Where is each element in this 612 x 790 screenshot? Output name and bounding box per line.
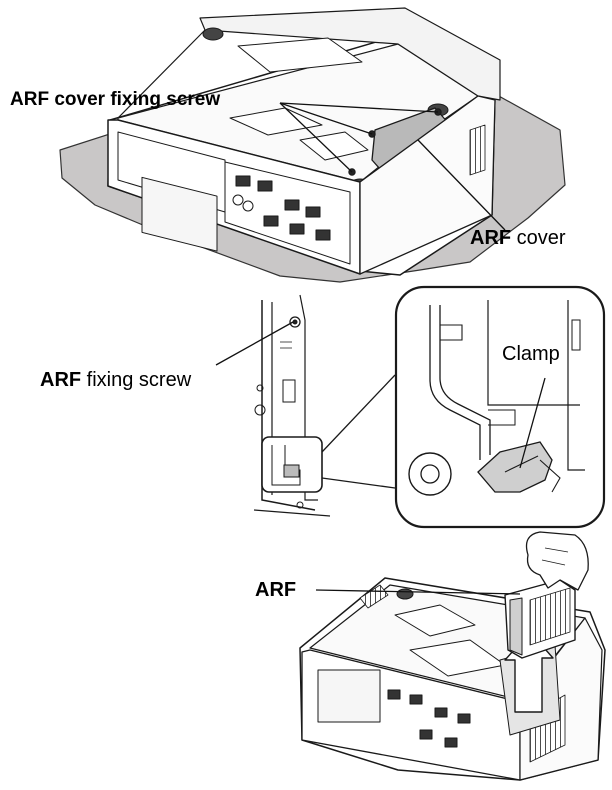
label-arf-cover-fixing-screw-rest: cover fixing screw xyxy=(49,89,221,110)
clamp-leader xyxy=(519,377,546,469)
arf-leader xyxy=(315,589,521,595)
cover-screw-leaders xyxy=(279,102,439,173)
cover-leader xyxy=(417,139,506,231)
clamp-zoom-view xyxy=(394,285,606,529)
label-arf-cover-bold: ARF xyxy=(470,227,512,249)
label-arf-fixing-screw-rest: fixing screw xyxy=(81,369,192,391)
label-arf-fixing-screw-bold: ARF xyxy=(40,369,82,391)
label-arf-cover-rest: cover xyxy=(511,227,566,249)
fixing-screw-leader xyxy=(215,321,294,366)
label-arf-fixing-screw: ARF fixing screw xyxy=(40,370,191,390)
foot xyxy=(202,27,224,41)
label-arf: ARF xyxy=(255,579,297,601)
label-arf-cover: ARF cover xyxy=(470,228,566,248)
projector-top-view xyxy=(59,7,566,283)
side-strip-view xyxy=(215,294,396,517)
label-arf-cover-fixing-screw: ARF cover fixing screw xyxy=(10,90,220,109)
projector-bottom-view xyxy=(299,531,606,781)
label-clamp: Clamp xyxy=(502,343,560,365)
label-arf-cover-fixing-screw-bold: ARF xyxy=(10,89,50,110)
hand xyxy=(525,531,589,591)
